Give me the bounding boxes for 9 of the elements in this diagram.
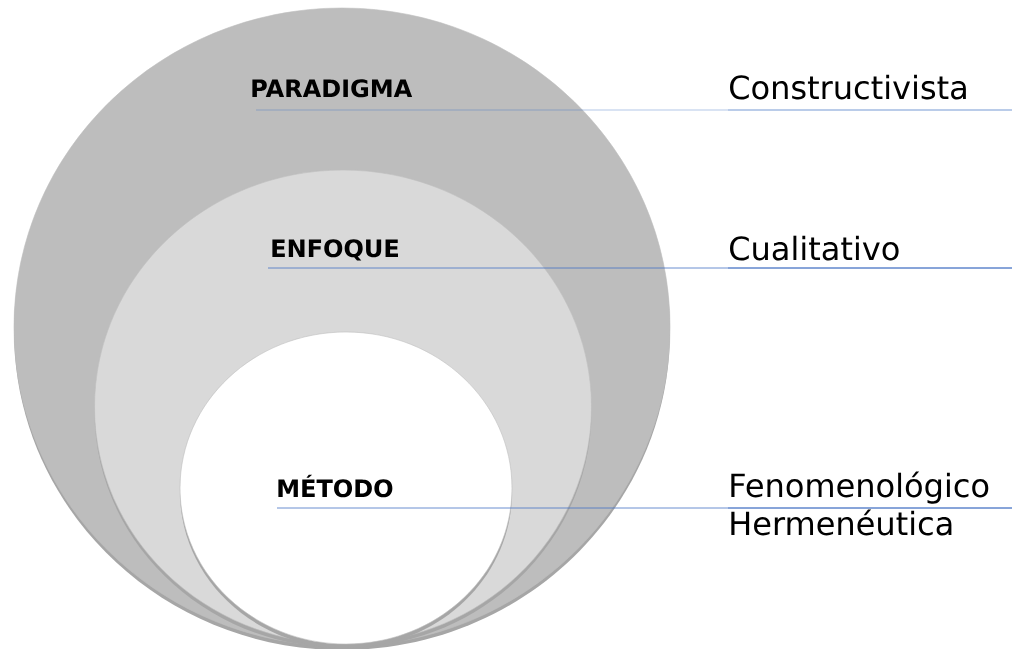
circle-heading: PARADIGMA xyxy=(252,79,413,98)
leader-line xyxy=(267,267,1012,269)
leader-line xyxy=(276,507,1012,509)
circle-heading: MÉTODO xyxy=(278,474,393,498)
circle-heading: ENFOQUE xyxy=(272,239,398,261)
side-label: Cualitativo xyxy=(730,235,899,261)
side-label: Constructivista xyxy=(730,74,966,100)
circle xyxy=(179,331,513,648)
side-label: Fenomenológico Hermenéutica xyxy=(731,471,989,536)
